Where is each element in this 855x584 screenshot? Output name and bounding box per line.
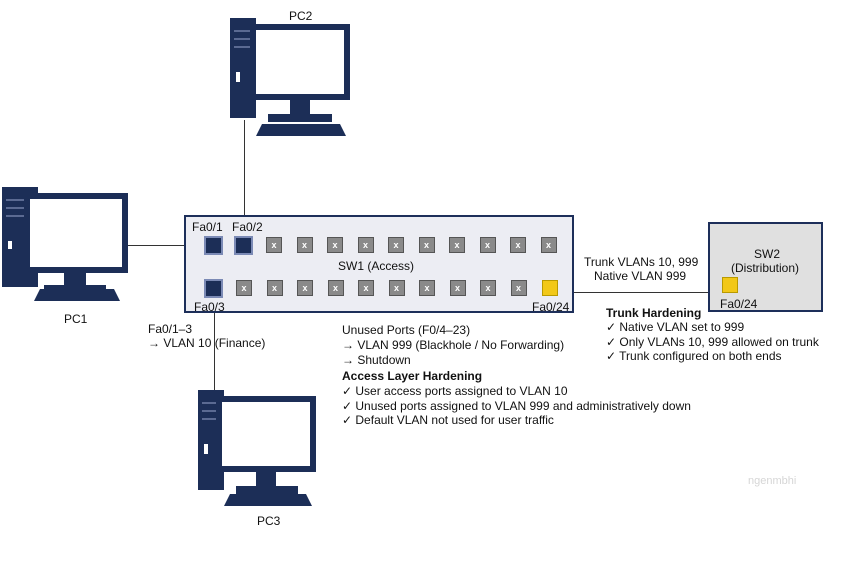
port-label-fa02: Fa0/2 <box>232 220 263 234</box>
access-hardening-item: ✓ User access ports assigned to VLAN 10 <box>342 384 568 398</box>
unused-port-fa0-7: x <box>357 237 374 253</box>
unused-port-fa0-8: x <box>388 237 404 253</box>
unused-port-fa0-17: x <box>327 280 344 296</box>
unused-port-fa0-13: x <box>540 237 557 253</box>
pc2-computer-icon <box>230 18 350 136</box>
sw2-port-label: Fa0/24 <box>720 297 758 311</box>
port-fa01 <box>204 236 223 255</box>
access-ports-note-line2: → VLAN 10 (Finance) <box>148 336 266 350</box>
pc3-label: PC3 <box>257 514 281 528</box>
trunk-hardening-title: Trunk Hardening <box>606 306 702 320</box>
trunk-hardening-item: ✓ Native VLAN set to 999 <box>606 320 745 334</box>
trunk-link-line1: Trunk VLANs 10, 999 <box>584 255 699 269</box>
sw2-switch: SW2 (Distribution) Fa0/24 <box>708 222 823 312</box>
unused-port-fa0-22: x <box>480 280 496 296</box>
pc1-label: PC1 <box>64 312 88 326</box>
link-pc3-sw1 <box>214 312 215 392</box>
unused-port-fa0-6: x <box>327 237 343 253</box>
port-label-fa01: Fa0/1 <box>192 220 223 234</box>
trunk-hardening-item: ✓ Trunk configured on both ends <box>606 349 782 363</box>
unused-ports-note-line2: → VLAN 999 (Blackhole / No Forwarding) <box>342 338 565 352</box>
unused-port-fa0-21: x <box>449 280 466 296</box>
access-hardening-item: ✓ Unused ports assigned to VLAN 999 and … <box>342 399 691 413</box>
link-pc2-sw1 <box>244 120 245 216</box>
access-hardening-item: ✓ Default VLAN not used for user traffic <box>342 413 554 427</box>
sw1-label: SW1 (Access) <box>338 259 415 273</box>
unused-port-fa0-10: x <box>449 237 465 253</box>
unused-ports-note-line1: Unused Ports (F0/4–23) <box>342 323 471 337</box>
unused-port-fa0-15: x <box>266 280 283 296</box>
unused-port-fa0-14: x <box>236 280 252 296</box>
port-label-fa03: Fa0/3 <box>194 300 225 314</box>
access-hardening-title: Access Layer Hardening <box>342 369 483 383</box>
unused-port-fa0-11: x <box>479 237 496 253</box>
unused-port-fa0-9: x <box>418 237 435 253</box>
link-trunk <box>574 292 709 293</box>
port-fa03 <box>204 279 223 298</box>
trunk-hardening-item: ✓ Only VLANs 10, 999 allowed on trunk <box>606 335 819 349</box>
pc2-label: PC2 <box>289 9 313 23</box>
pc3-computer-icon <box>198 390 316 506</box>
unused-port-fa0-4: x <box>266 237 282 253</box>
unused-port-fa0-12: x <box>510 237 526 253</box>
link-pc1-sw1 <box>124 245 185 246</box>
port-fa02 <box>234 236 253 255</box>
unused-port-fa0-5: x <box>296 237 313 253</box>
unused-port-fa0-19: x <box>388 280 405 296</box>
access-ports-note-line1: Fa0/1–3 <box>148 322 193 336</box>
watermark: ngenmbhi <box>748 475 797 487</box>
port-fa024 <box>542 280 558 296</box>
unused-port-fa0-20: x <box>419 280 435 296</box>
unused-port-fa0-23: x <box>510 280 527 296</box>
unused-ports-note-line3: → Shutdown <box>342 353 411 367</box>
sw2-port-fa024 <box>722 277 738 293</box>
pc1-computer-icon <box>2 187 128 301</box>
sw2-subtitle: (Distribution) <box>731 261 800 275</box>
unused-port-fa0-18: x <box>358 280 374 296</box>
trunk-link-line2: Native VLAN 999 <box>594 269 687 283</box>
port-label-fa024: Fa0/24 <box>532 300 570 314</box>
unused-port-fa0-16: x <box>297 280 313 296</box>
sw2-title: SW2 <box>754 247 781 261</box>
